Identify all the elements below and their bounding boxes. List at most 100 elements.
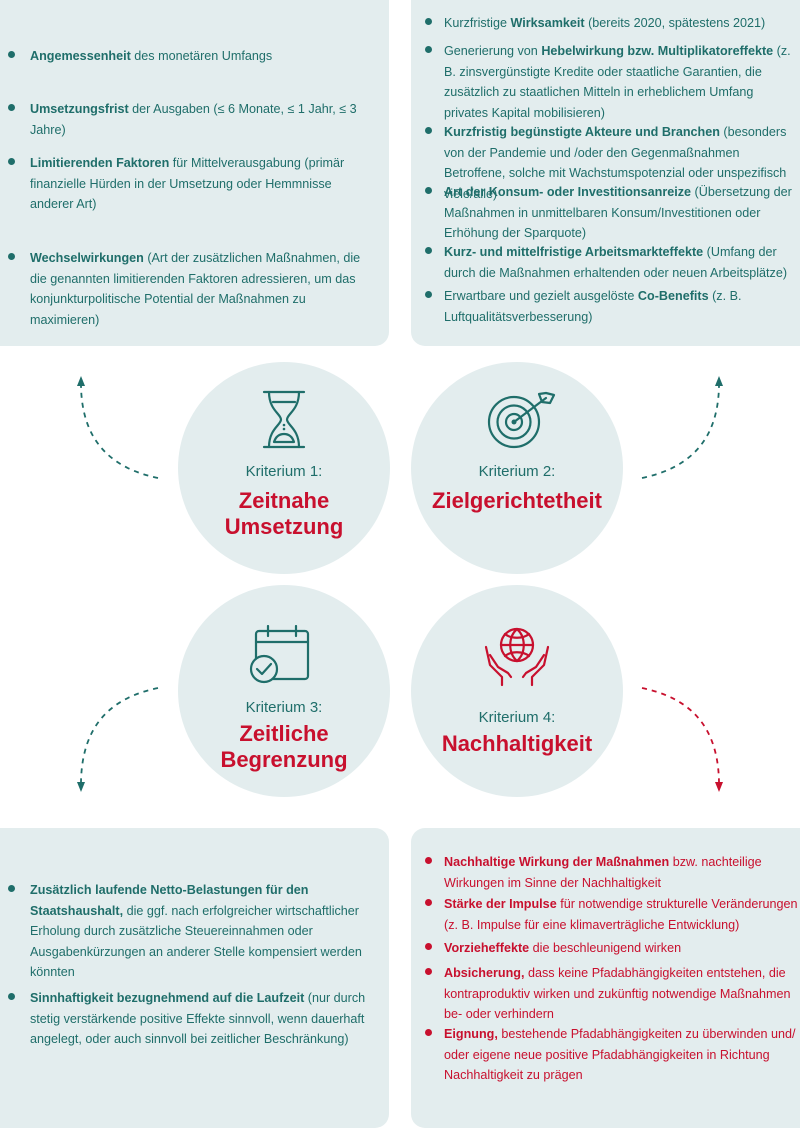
- item-bold: Hebelwirkung bzw. Multiplikatoreffekte: [541, 44, 774, 58]
- item-text: (Umfang der durch die Maßnahmen erhalten…: [444, 245, 788, 280]
- list-item: Angemessenheit des monetären Umfangs: [0, 46, 389, 67]
- bullet-icon: [8, 51, 15, 58]
- item-bold: Zusätzlich laufende Netto-Belastungen fü…: [30, 883, 309, 918]
- list-item: Umsetzungsfrist der Ausgaben (≤ 6 Monate…: [0, 99, 389, 140]
- bullet-icon: [8, 993, 15, 1000]
- bullet-icon: [425, 943, 432, 950]
- arrow-criterion-4-path: [641, 687, 720, 783]
- arrow-head-icon: [77, 782, 85, 792]
- arrow-head-icon: [715, 782, 723, 792]
- item-text: dass keine Pfadabhängigkeiten entstehen,…: [444, 966, 791, 1021]
- criterion-title-line: Zeitliche: [239, 721, 329, 746]
- item-bold: Wechselwirkungen: [30, 251, 144, 265]
- bullet-icon: [8, 104, 15, 111]
- bullet-icon: [425, 968, 432, 975]
- bullet-icon: [425, 18, 432, 25]
- bullet-icon: [425, 46, 432, 53]
- list-item: Nachhaltige Wirkung der Maßnahmen bzw. n…: [411, 852, 800, 893]
- criterion-title-line: Zeitnahe: [238, 488, 330, 513]
- list-item: Zusätzlich laufende Netto-Belastungen fü…: [0, 880, 389, 983]
- item-text: (nur durch stetig verstärkende positive …: [30, 991, 366, 1046]
- bullet-icon: [425, 899, 432, 906]
- item-text: die beschleunigend wirken: [529, 941, 682, 955]
- item-bold: Wirksamkeit: [510, 16, 585, 30]
- item-bold: Kurzfristig begünstigte Akteure und Bran…: [444, 125, 720, 139]
- item-text: bzw. nachteilige Wirkungen im Sinne der …: [444, 855, 762, 890]
- item-text: der Ausgaben (≤ 6 Monate, ≤ 1 Jahr, ≤ 3 …: [30, 102, 357, 137]
- arrow-criterion-1-path: [80, 385, 159, 479]
- list-item: Kurzfristige Wirksamkeit (bereits 2020, …: [411, 13, 800, 34]
- list-item: Kurzfristig begünstigte Akteure und Bran…: [411, 122, 800, 204]
- item-bold: Absicherung,: [444, 966, 525, 980]
- item-text: für notwendige strukturelle Veränderunge…: [444, 897, 798, 932]
- item-bold: Umsetzungsfrist: [30, 102, 129, 116]
- item-text: (z. B. Luftqualitätsverbesserung): [444, 289, 742, 324]
- list-item: Wechselwirkungen (Art der zusätzlichen M…: [0, 248, 389, 330]
- criterion-4-circle: Kriterium 4: Nachhaltigkeit: [411, 585, 623, 797]
- item-text: (besonders von der Pandemie und /oder de…: [444, 125, 787, 201]
- item-text: (z. B. zinsvergünstigte Kredite oder sta…: [444, 44, 791, 120]
- item-text: für Mittelverausgabung (primär finanziel…: [30, 156, 345, 211]
- criterion-label: Kriterium 3:: [245, 699, 323, 716]
- criterion-title-line: Umsetzung: [224, 514, 344, 539]
- list-item: Erwartbare und gezielt ausgelöste Co-Ben…: [411, 286, 800, 327]
- item-bold: Sinnhaftigkeit bezugnehmend auf die Lauf…: [30, 991, 305, 1005]
- list-item: Limitierenden Faktoren für Mittelverausg…: [0, 153, 389, 215]
- panel-zeitliche-begrenzung: Zusätzlich laufende Netto-Belastungen fü…: [0, 828, 389, 1128]
- item-bold: Eignung,: [444, 1027, 498, 1041]
- arrow-head-icon: [77, 376, 85, 386]
- list-item: Art der Konsum- oder Investitionsanreize…: [411, 182, 800, 244]
- item-text: Erwartbare und gezielt ausgelöste: [444, 289, 638, 303]
- bullet-icon: [425, 291, 432, 298]
- criterion-title: Zeitnahe Umsetzung: [178, 488, 390, 540]
- criterion-title: Nachhaltigkeit: [411, 731, 623, 757]
- arrow-head-icon: [715, 376, 723, 386]
- list-item: Generierung von Hebelwirkung bzw. Multip…: [411, 41, 800, 123]
- item-bold: Nachhaltige Wirkung der Maßnahmen: [444, 855, 670, 869]
- item-bold: Art der Konsum- oder Investitionsanreize: [444, 185, 692, 199]
- criterion-2-circle: Kriterium 2: Zielgerichtetheit: [411, 362, 623, 574]
- item-text: des monetären Umfangs: [130, 49, 273, 63]
- item-text: (bereits 2020, spätestens 2021): [584, 16, 766, 30]
- panel-nachhaltigkeit: Nachhaltige Wirkung der Maßnahmen bzw. n…: [411, 828, 800, 1128]
- item-bold: Angemessenheit: [30, 49, 131, 63]
- criterion-title: Zielgerichtetheit: [411, 488, 623, 514]
- item-bold: Stärke der Impulse: [444, 897, 557, 911]
- list-item: Eignung, bestehende Pfadabhängigkeiten z…: [411, 1024, 800, 1086]
- bullet-icon: [8, 158, 15, 165]
- target-icon: [487, 391, 556, 449]
- list-item: Stärke der Impulse für notwendige strukt…: [411, 894, 800, 935]
- bullet-icon: [425, 1029, 432, 1036]
- criterion-label: Kriterium 2:: [478, 463, 556, 480]
- criterion-1-circle: Kriterium 1: Zeitnahe Umsetzung: [178, 362, 390, 574]
- criterion-title-line: Begrenzung: [220, 747, 348, 772]
- panel-zeitnahe-umsetzung: Angemessenheit des monetären Umfangs Ums…: [0, 0, 389, 346]
- list-item: Vorzieheffekte die beschleunigend wirken: [411, 938, 800, 959]
- panel-zielgerichtetheit: Kurzfristige Wirksamkeit (bereits 2020, …: [411, 0, 800, 346]
- list-item: Absicherung, dass keine Pfadabhängigkeit…: [411, 963, 800, 1025]
- list-item: Sinnhaftigkeit bezugnehmend auf die Lauf…: [0, 988, 389, 1050]
- calendar-check-icon: [249, 625, 310, 684]
- criterion-label: Kriterium 4:: [478, 709, 556, 726]
- bullet-icon: [425, 857, 432, 864]
- bullet-icon: [425, 127, 432, 134]
- item-bold: Co-Benefits: [637, 289, 709, 303]
- hands-globe-icon: [484, 627, 550, 687]
- criterion-label: Kriterium 1:: [245, 463, 323, 480]
- bullet-icon: [8, 253, 15, 260]
- item-text: Generierung von: [444, 44, 542, 58]
- bullet-icon: [425, 247, 432, 254]
- criterion-title: Zeitliche Begrenzung: [178, 721, 390, 773]
- item-text: bestehende Pfadabhängigkeiten zu überwin…: [444, 1027, 796, 1082]
- bullet-icon: [8, 885, 15, 892]
- item-bold: Kurz- und mittelfristige Arbeitsmarkteff…: [444, 245, 704, 259]
- list-item: Kurz- und mittelfristige Arbeitsmarkteff…: [411, 242, 800, 283]
- item-bold: Limitierenden Faktoren: [30, 156, 170, 170]
- item-text: (Übersetzung der Maßnahmen in unmittelba…: [444, 185, 792, 240]
- criterion-title-line: Nachhaltigkeit: [441, 731, 593, 756]
- hourglass-icon: [262, 390, 306, 449]
- arrow-criterion-3-path: [80, 687, 159, 783]
- arrow-criterion-2-path: [641, 385, 720, 479]
- bullet-icon: [425, 187, 432, 194]
